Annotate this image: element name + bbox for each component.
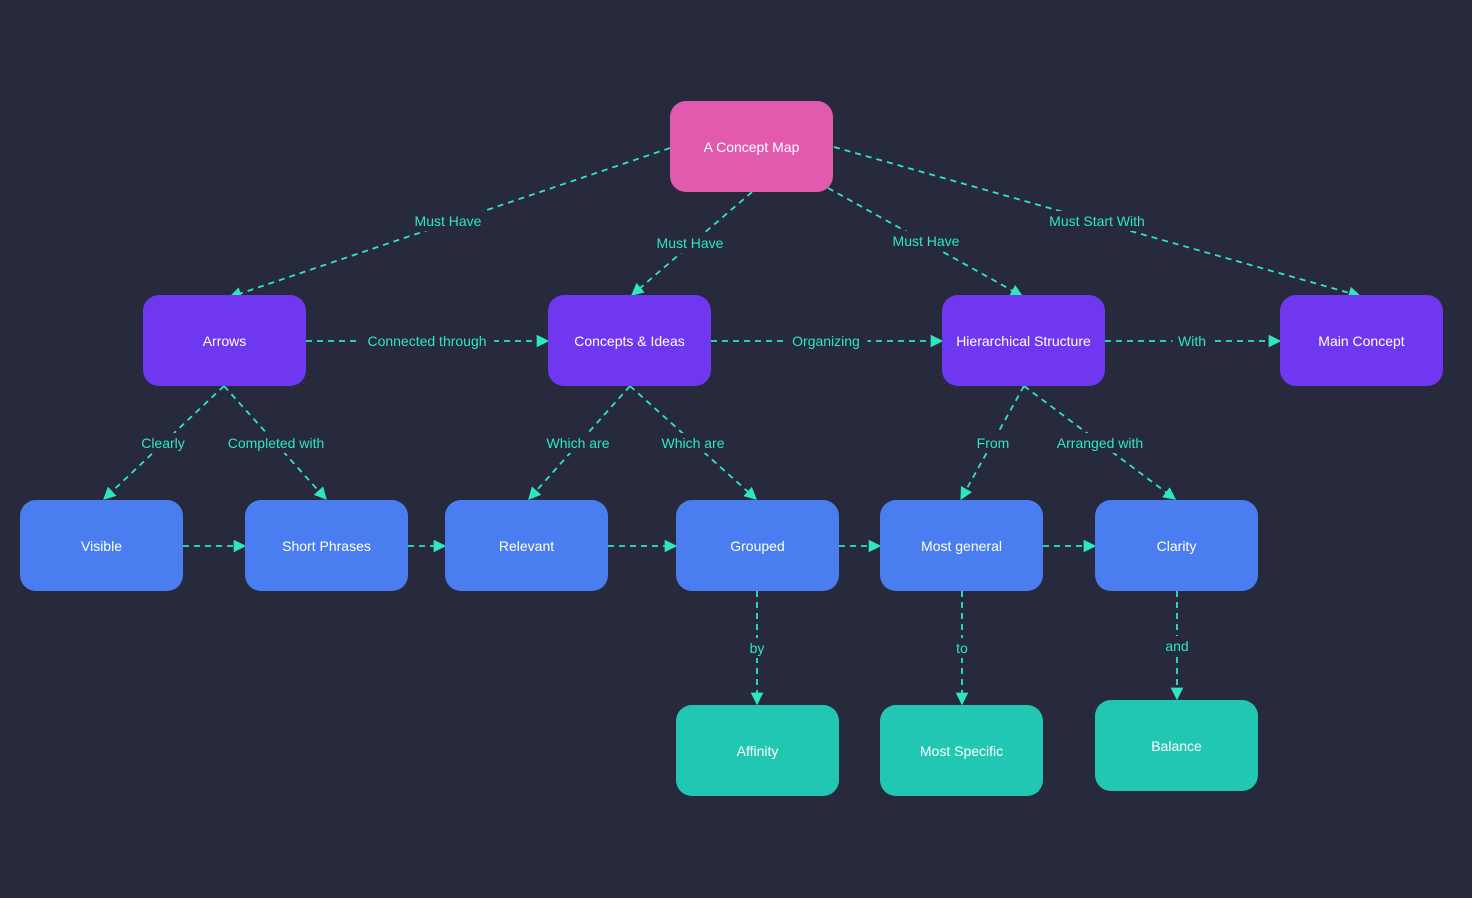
node-visible[interactable]: Visible — [20, 500, 183, 591]
node-label: Concepts & Ideas — [574, 332, 685, 349]
node-affinity[interactable]: Affinity — [676, 705, 839, 796]
edge-label-background — [744, 638, 770, 658]
edge-line — [528, 385, 631, 500]
edge-most-general-to-most-specific: to — [949, 591, 975, 706]
node-label: Balance — [1151, 737, 1202, 754]
node-clarity[interactable]: Clarity — [1095, 500, 1258, 591]
edge-label-background — [652, 233, 728, 253]
edge-label: Completed with — [228, 435, 325, 451]
node-concepts-ideas[interactable]: Concepts & Ideas — [548, 295, 711, 386]
node-label: Relevant — [498, 537, 555, 554]
node-label: Short Phrases — [282, 537, 371, 554]
node-label: Most general — [921, 537, 1002, 554]
node-relevant[interactable]: Relevant — [445, 500, 608, 591]
edge-label: and — [1165, 638, 1188, 654]
edge-label: Must Have — [657, 235, 724, 251]
edge-label-background — [1172, 331, 1212, 351]
edge-hierarchical-structure-to-most-general: From — [960, 385, 1025, 501]
edge-label-background — [132, 433, 194, 453]
edge-label: Must Have — [415, 213, 482, 229]
node-concept-map[interactable]: A Concept Map — [670, 101, 833, 192]
edge-label: to — [956, 640, 968, 656]
edge-hierarchical-structure-to-main-concept: With — [1105, 331, 1282, 351]
edge-line — [223, 385, 327, 500]
node-label: Main Concept — [1318, 332, 1405, 349]
edge-label: Clearly — [141, 435, 185, 451]
node-label: Clarity — [1156, 537, 1197, 554]
edge-arrows-to-visible: Clearly — [103, 385, 225, 500]
edge-concept-map-to-hierarchical-structure: Must Have — [827, 187, 1024, 297]
edge-label-background — [888, 231, 964, 251]
node-main-concept[interactable]: Main Concept — [1280, 295, 1443, 386]
edge-label-background — [410, 211, 486, 231]
edge-label-background — [784, 331, 868, 351]
edge-label: From — [977, 435, 1010, 451]
edge-arrows-to-short-phrases: Completed with — [219, 385, 333, 500]
edge-label: by — [750, 640, 765, 656]
edge-label: With — [1178, 333, 1206, 349]
edge-concepts-ideas-to-hierarchical-structure: Organizing — [711, 331, 944, 351]
edge-concepts-ideas-to-relevant: Which are — [528, 385, 631, 500]
edge-grouped-to-affinity: by — [744, 591, 770, 706]
node-grouped[interactable]: Grouped — [676, 500, 839, 591]
edge-label-background — [1047, 433, 1153, 453]
edge-label: Connected through — [367, 333, 486, 349]
edge-line — [833, 146, 1362, 299]
edge-label-background — [540, 433, 616, 453]
node-hierarchical-structure[interactable]: Hierarchical Structure — [942, 295, 1105, 386]
edge-hierarchical-structure-to-clarity: Arranged with — [1023, 385, 1177, 500]
node-label: Visible — [81, 537, 122, 554]
node-arrows[interactable]: Arrows — [143, 295, 306, 386]
edge-label: Which are — [661, 435, 724, 451]
node-label: Hierarchical Structure — [956, 332, 1091, 349]
edge-concepts-ideas-to-grouped: Which are — [629, 385, 757, 500]
node-balance[interactable]: Balance — [1095, 700, 1258, 791]
edge-concept-map-to-concepts-ideas: Must Have — [631, 191, 753, 296]
node-short-phrases[interactable]: Short Phrases — [245, 500, 408, 591]
edge-label-background — [1037, 211, 1157, 231]
node-most-specific[interactable]: Most Specific — [880, 705, 1043, 796]
node-label: Affinity — [736, 742, 779, 759]
node-label: A Concept Map — [703, 138, 800, 155]
edge-line — [1023, 385, 1177, 500]
edge-label-background — [219, 433, 333, 453]
edge-label: Arranged with — [1057, 435, 1143, 451]
node-label: Most Specific — [919, 742, 1004, 759]
node-label: Arrows — [202, 332, 247, 349]
edge-arrows-to-concepts-ideas: Connected through — [306, 331, 550, 351]
edge-label-background — [1161, 636, 1193, 656]
edge-concept-map-to-main-concept: Must Start With — [833, 146, 1362, 299]
edge-label: Must Have — [893, 233, 960, 249]
edge-clarity-to-balance: and — [1161, 591, 1193, 701]
edge-label: Organizing — [792, 333, 860, 349]
edge-label-background — [655, 433, 731, 453]
edge-label-background — [359, 331, 495, 351]
edge-concept-map-to-arrows: Must Have — [228, 147, 671, 300]
edge-label-background — [973, 433, 1013, 453]
edge-label: Must Start With — [1049, 213, 1145, 229]
node-label: Grouped — [730, 537, 785, 554]
node-most-general[interactable]: Most general — [880, 500, 1043, 591]
edge-label: Which are — [546, 435, 609, 451]
edge-label-background — [949, 638, 975, 658]
